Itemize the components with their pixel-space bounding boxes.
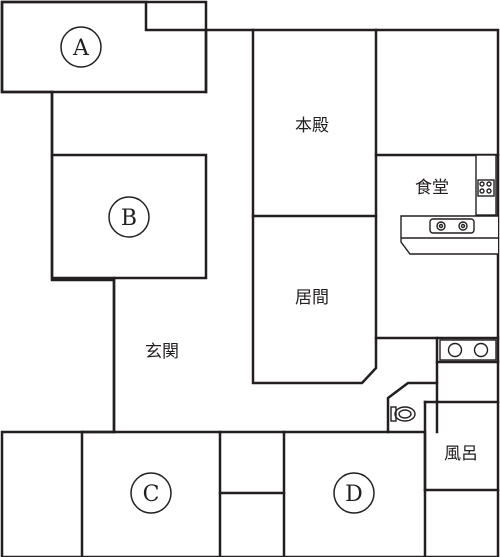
burner-icon: [479, 188, 485, 194]
washbasin-icon: [439, 339, 497, 361]
toilet-icon: [398, 409, 412, 419]
burner-icon: [479, 181, 485, 187]
honden-ima-block: [251, 28, 378, 385]
burner-icon: [486, 181, 492, 187]
sink-basin-icon: [460, 223, 466, 229]
marker-b-circle: [108, 196, 150, 238]
stove: [475, 154, 497, 216]
marker-d-circle: [333, 472, 375, 514]
kitchen-counter: [400, 215, 498, 255]
room-b: [50, 153, 208, 280]
room-label-furo: 風呂: [444, 444, 478, 464]
burner-icon: [486, 188, 492, 194]
stove-top: [477, 179, 495, 197]
room-label-genkan: 玄関: [145, 342, 179, 362]
marker-c-circle: [130, 472, 172, 514]
marker-d-label: D: [345, 482, 363, 507]
toilet-icon: [390, 406, 397, 422]
washbasin-icon: [447, 342, 463, 358]
sink-basin-icon: [458, 221, 468, 231]
room-label-shokudo: 食堂: [415, 178, 449, 198]
sink-icon: [429, 218, 475, 234]
room-label-ima: 居間: [295, 288, 329, 308]
toilet-icon: [394, 406, 416, 422]
room-a: [0, 0, 208, 94]
marker-b-label: B: [121, 206, 137, 231]
washbasin-icon: [473, 342, 489, 358]
toilet-room: [386, 381, 439, 434]
marker-c-label: C: [143, 482, 160, 507]
marker-a-circle: [60, 26, 102, 68]
sink-basin-icon: [438, 223, 444, 229]
bottom-row-wall: [80, 430, 427, 557]
marker-a-label: A: [72, 36, 90, 61]
room-label-honden: 本殿: [295, 116, 329, 136]
sink-basin-icon: [436, 221, 446, 231]
